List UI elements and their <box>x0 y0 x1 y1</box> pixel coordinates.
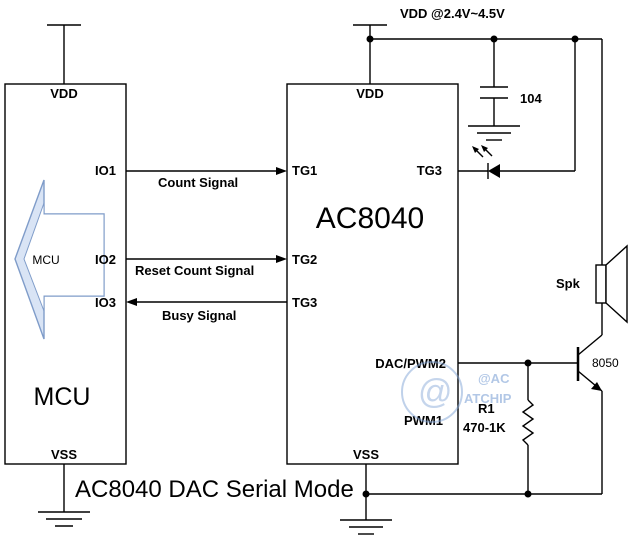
ac8040-block <box>286 83 459 465</box>
ac8040-tg3-left-label: TG3 <box>292 295 317 310</box>
emitter-arrow-icon <box>591 382 602 391</box>
transistor-collector <box>577 334 603 356</box>
resistor-value: 470-1K <box>463 420 506 435</box>
resistor-icon <box>521 399 535 446</box>
capacitor-label: 104 <box>520 91 542 106</box>
watermark-seal <box>401 361 463 423</box>
mcu-io3-label: IO3 <box>95 295 116 310</box>
mcu-name: MCU <box>34 383 91 411</box>
watermark-line2: ATCHIP <box>464 391 512 406</box>
reset-signal-arrow-icon <box>276 255 287 263</box>
watermark-line1: @AC <box>478 371 510 386</box>
ac8040-tg1-label: TG1 <box>292 163 317 178</box>
ac8040-name: AC8040 <box>316 202 424 235</box>
speaker-cone <box>605 244 628 324</box>
watermark-at-icon: @ <box>418 373 453 411</box>
junction-gnd-2 <box>524 490 532 498</box>
speaker-icon <box>595 264 607 304</box>
mcu-arrow-text: MCU <box>32 253 59 267</box>
mcu-vdd-label: VDD <box>50 86 77 101</box>
busy-signal-label: Busy Signal <box>162 308 236 323</box>
led-ray-1-tip <box>472 146 479 153</box>
ac8040-vdd-label: VDD <box>356 86 383 101</box>
junction-vdd-1 <box>366 35 374 43</box>
reset-signal-label: Reset Count Signal <box>135 263 254 278</box>
transistor-label: 8050 <box>592 356 619 370</box>
mcu-io2-label: IO2 <box>95 252 116 267</box>
supply-label: VDD @2.4V~4.5V <box>400 6 505 21</box>
diagram-caption: AC8040 DAC Serial Mode <box>75 476 354 503</box>
ac8040-tg3-right-label: TG3 <box>417 163 442 178</box>
mcu-arrow-inner <box>23 202 105 312</box>
count-signal-arrow-icon <box>276 167 287 175</box>
busy-signal-arrow-icon <box>126 298 137 306</box>
count-signal-label: Count Signal <box>158 175 238 190</box>
mcu-io1-label: IO1 <box>95 163 116 178</box>
mcu-vss-label: VSS <box>51 447 77 462</box>
ac8040-vss-label: VSS <box>353 447 379 462</box>
ac8040-dac-pwm2-label: DAC/PWM2 <box>375 356 446 371</box>
speaker-label: Spk <box>556 276 581 291</box>
resistor-name: R1 <box>478 401 495 416</box>
ac8040-tg2-label: TG2 <box>292 252 317 267</box>
led-ray-2-tip <box>481 145 488 152</box>
junction-gnd-1 <box>362 490 370 498</box>
led-icon <box>488 164 500 178</box>
